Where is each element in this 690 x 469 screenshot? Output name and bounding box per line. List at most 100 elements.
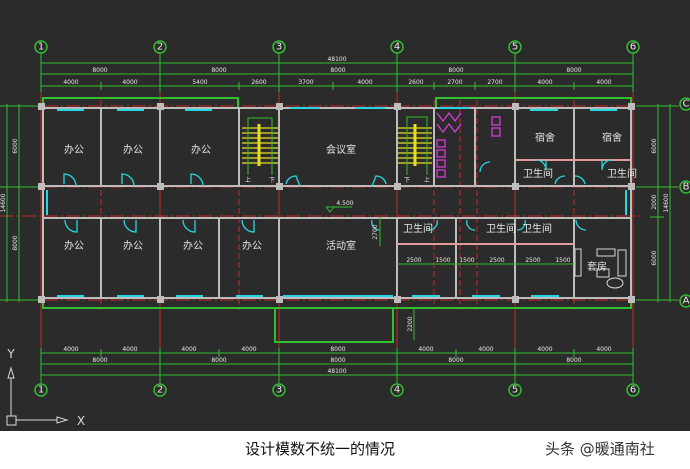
room-label-office: 办公 — [64, 239, 84, 252]
ucs-x-label: X — [77, 414, 85, 428]
top-dimension-lines — [40, 48, 634, 92]
dim-top-detail: 2700 — [487, 79, 502, 86]
room-label-wc: 卫生间 — [403, 222, 433, 235]
bottom-dimension-lines — [40, 348, 634, 383]
dim-top-detail: 4000 — [537, 79, 552, 86]
ucs-y-label: Y — [6, 347, 15, 361]
dim-left-total: 14600 — [0, 193, 7, 212]
dim-top-bay: 8000 — [330, 67, 345, 74]
axis-label-B: B — [683, 182, 690, 193]
dim-bottom-bay: 8000 — [92, 357, 107, 364]
side-dimension-texts: 14600 6000 8000 14600 6000 2000 6000 — [0, 138, 670, 265]
stair-1 — [242, 124, 278, 166]
axis-label-top-4: 4 — [394, 42, 400, 53]
dim-bottom-detail: 4000 — [418, 346, 433, 353]
axis-label-C: C — [683, 99, 690, 110]
room-label-wc: 卫生间 — [486, 222, 516, 235]
dim-right-part: 6000 — [651, 250, 658, 265]
axis-label-bottom-1: 1 — [38, 385, 44, 396]
axis-bubbles — [34, 40, 690, 397]
dim-right-total: 14600 — [663, 193, 670, 212]
interior-dimension-lines — [379, 217, 574, 340]
figure-caption: 设计模数不统一的情况 — [245, 440, 396, 458]
dim-top-bay: 8000 — [448, 67, 463, 74]
toilet-fixtures — [436, 111, 501, 178]
dim-bottom-total: 48100 — [327, 368, 346, 375]
interior-dimension-texts: 2500 1500 1500 2500 2500 1500 2700 2200 … — [336, 200, 570, 332]
dim-interior: 2500 — [406, 257, 421, 264]
dim-left-part: 8000 — [12, 235, 19, 250]
dim-interior: 1500 — [435, 257, 450, 264]
room-label-suite: 套房 — [587, 260, 607, 273]
room-label-wc: 卫生间 — [522, 222, 552, 235]
dim-top-detail: 2700 — [447, 79, 462, 86]
axis-label-top-2: 2 — [157, 42, 163, 53]
room-label-wc: 卫生间 — [607, 167, 637, 180]
room-labels: 办公 办公 办公 会议室 宿舍 宿舍 卫生间 卫生间 办公 办公 办公 办公 活… — [64, 131, 637, 273]
stair-up-label: 上 — [245, 176, 251, 184]
axis-label-top-5: 5 — [512, 42, 518, 53]
dim-top-bay: 8000 — [566, 67, 581, 74]
axis-label-bottom-3: 3 — [276, 385, 282, 396]
top-dimension-texts: 48100 8000 8000 8000 8000 8000 4000 4000… — [63, 56, 611, 86]
stair-down-label: 下 — [269, 177, 275, 184]
dim-bottom-bay: 8000 — [448, 357, 463, 364]
dim-top-bay: 8000 — [92, 67, 107, 74]
dim-bottom-detail: 4000 — [537, 346, 552, 353]
side-dimension-lines — [0, 104, 678, 302]
room-label-dormitory: 宿舍 — [602, 131, 622, 144]
axis-label-top-3: 3 — [276, 42, 282, 53]
axis-label-bottom-5: 5 — [512, 385, 518, 396]
ucs-icon — [6, 366, 69, 426]
dim-interior: 1500 — [459, 257, 474, 264]
dim-interior-vertical: 2200 — [407, 316, 414, 331]
stair-up-label: 上 — [424, 176, 430, 184]
stair-2 — [398, 124, 432, 166]
dim-right-part: 6000 — [651, 138, 658, 153]
axis-label-bottom-6: 6 — [630, 385, 636, 396]
doors — [63, 159, 613, 233]
room-label-office: 办公 — [191, 143, 211, 156]
dim-top-detail: 2600 — [408, 79, 423, 86]
stair-down-label: 下 — [404, 177, 410, 184]
dim-bottom-detail: 4000 — [596, 346, 611, 353]
room-label-office: 办公 — [183, 239, 203, 252]
dim-top-detail: 4000 — [357, 79, 372, 86]
dim-bottom-bay: 8000 — [211, 357, 226, 364]
lounge-furniture — [574, 248, 627, 289]
room-label-office: 办公 — [123, 239, 143, 252]
axis-label-top-6: 6 — [630, 42, 636, 53]
dim-bottom-detail: 4000 — [63, 346, 78, 353]
dim-top-bay: 8000 — [211, 67, 226, 74]
watermark: 头条 @暖通南社 — [545, 440, 655, 458]
axis-label-bottom-2: 2 — [157, 385, 163, 396]
axis-label-A: A — [683, 296, 690, 307]
dim-bottom-detail: 4000 — [478, 346, 493, 353]
dim-top-detail: 4000 — [122, 79, 137, 86]
dim-bottom-detail: 4000 — [181, 346, 196, 353]
dim-top-detail: 3700 — [298, 79, 313, 86]
dim-left-part: 6000 — [12, 138, 19, 153]
dim-bottom-bay: 8000 — [566, 357, 581, 364]
dim-interior: 1500 — [555, 257, 570, 264]
floor-plan: 1 2 3 4 5 6 1 2 3 4 5 6 C B A 48100 8000… — [0, 40, 690, 428]
dim-interior: 2500 — [489, 257, 504, 264]
room-label-office: 办公 — [64, 143, 84, 156]
dim-interior-vertical: 2700 — [372, 224, 379, 239]
room-label-meeting-room: 会议室 — [326, 143, 356, 156]
walls — [42, 107, 632, 299]
room-label-wc: 卫生间 — [523, 167, 553, 180]
dim-top-detail: 2600 — [251, 79, 266, 86]
room-label-activity-room: 活动室 — [326, 239, 356, 252]
dim-interior: 2500 — [525, 257, 540, 264]
elevation-mark — [325, 206, 352, 213]
dim-top-detail: 5400 — [192, 79, 207, 86]
elevation-value: 4.500 — [336, 200, 353, 207]
dim-bottom-detail: 4000 — [122, 346, 137, 353]
room-label-dormitory: 宿舍 — [535, 131, 555, 144]
dim-right-part: 2000 — [651, 194, 658, 209]
ucs-labels: Y X — [6, 347, 85, 428]
axis-labels: 1 2 3 4 5 6 1 2 3 4 5 6 C B A — [38, 42, 690, 396]
axis-label-top-1: 1 — [38, 42, 44, 53]
room-label-office: 办公 — [123, 143, 143, 156]
